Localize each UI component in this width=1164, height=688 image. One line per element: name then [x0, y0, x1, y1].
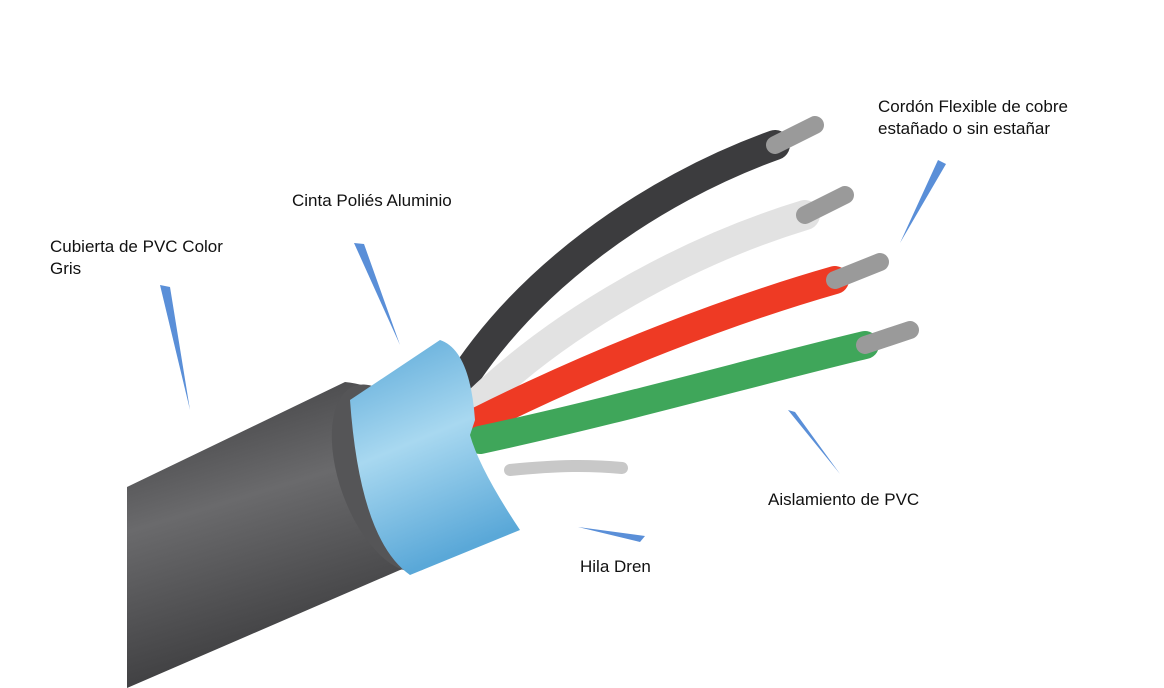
- wires: [435, 116, 919, 476]
- conductor-red: [826, 253, 889, 289]
- wire-green: [466, 331, 879, 454]
- conductor-green: [856, 321, 919, 354]
- tape: [350, 340, 520, 575]
- pointer-insulation: [788, 410, 840, 474]
- pointer-conductor: [900, 160, 946, 243]
- label-tape: Cinta Poliés Aluminio: [292, 191, 452, 210]
- pointer-drain: [578, 527, 645, 542]
- wire-white: [455, 200, 820, 425]
- conductor-white: [796, 186, 854, 224]
- label-jacket: Cubierta de PVC Color Gris: [50, 236, 223, 280]
- label-conductor: Cordón Flexible de cobre estañado o sin …: [878, 96, 1068, 140]
- conductor-black: [766, 116, 824, 154]
- drain-wire: [504, 459, 628, 476]
- pointer-markers: [160, 160, 946, 542]
- label-jacket-line1: Cubierta de PVC Color: [50, 237, 223, 256]
- label-conductor-line2: estañado o sin estañar: [878, 119, 1051, 138]
- pointer-jacket: [160, 285, 190, 410]
- label-jacket-line2: Gris: [50, 259, 82, 278]
- wire-red: [466, 266, 849, 434]
- wire-black: [435, 130, 790, 415]
- label-drain: Hila Dren: [580, 557, 651, 576]
- label-conductor-line1: Cordón Flexible de cobre: [878, 97, 1068, 116]
- label-insulation: Aislamiento de PVC: [768, 490, 920, 509]
- pointer-tape: [354, 243, 400, 345]
